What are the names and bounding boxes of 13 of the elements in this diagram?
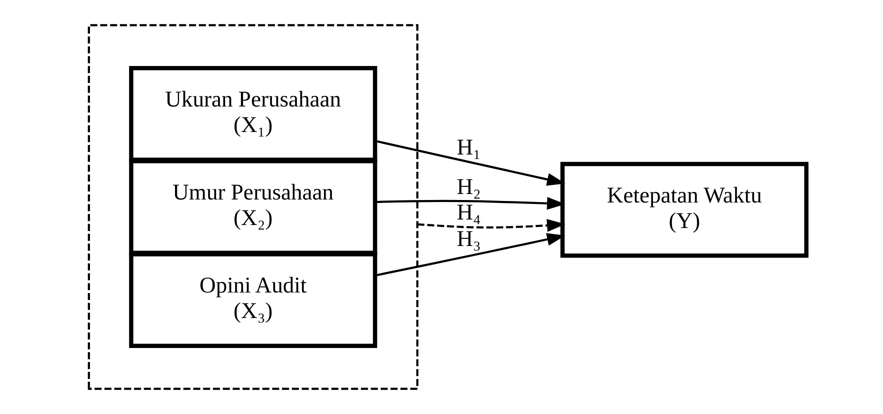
edge-label: H₃ bbox=[456, 226, 480, 252]
node-box: Ketepatan Waktu (Y) bbox=[560, 162, 808, 258]
node-box: Opini Audit (X₃) bbox=[128, 252, 377, 348]
edge-label: H₁ bbox=[456, 134, 480, 160]
edge-label: H₄ bbox=[456, 199, 480, 224]
node-box: Ukuran Perusahaan (X₁) bbox=[128, 66, 377, 162]
node-box: Umur Perusahaan (X₂) bbox=[128, 159, 377, 255]
arrow bbox=[416, 219, 565, 232]
arrow bbox=[374, 233, 565, 276]
arrow bbox=[374, 196, 565, 210]
arrow bbox=[374, 140, 565, 186]
cluster bbox=[87, 24, 418, 390]
edge-label: H₂ bbox=[456, 174, 480, 200]
